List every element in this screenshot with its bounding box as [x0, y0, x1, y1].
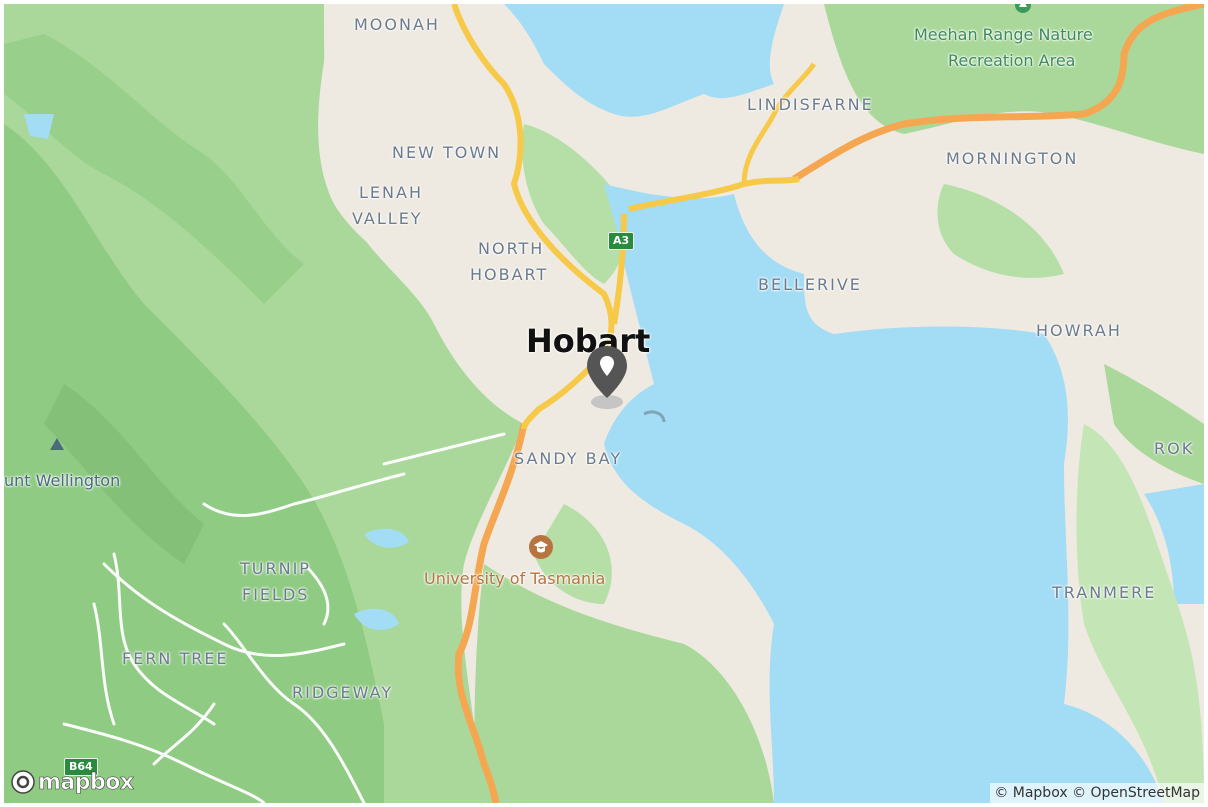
- label-meehan-1: Meehan Range Nature: [914, 25, 1093, 44]
- motorway-south: [454, 423, 528, 803]
- peak-icon: [50, 438, 64, 450]
- label-fern-tree: FERN TREE: [122, 649, 229, 668]
- map-base: [4, 4, 1204, 803]
- attribution[interactable]: © Mapbox © OpenStreetMap: [990, 783, 1204, 803]
- shield-a3: A3: [608, 232, 635, 250]
- label-new-town: NEW TOWN: [392, 143, 502, 162]
- label-hobart: Hobart: [526, 322, 651, 360]
- label-tranmere: TRANMERE: [1052, 583, 1157, 602]
- label-moonah: MOONAH: [354, 15, 440, 34]
- shield-b64: B64: [64, 758, 98, 776]
- university-icon: [529, 535, 553, 559]
- highway-a3: [611, 213, 627, 325]
- forest-tranmere: [1076, 424, 1204, 803]
- forest-valley: [44, 384, 204, 564]
- park-uni: [534, 504, 612, 604]
- mapbox-logo[interactable]: mapbox: [10, 769, 134, 795]
- label-lenah-2: VALLEY: [352, 209, 423, 228]
- mapbox-logo-text: mapbox: [38, 769, 135, 795]
- label-sandy-bay: SANDY BAY: [514, 449, 623, 468]
- label-howrah: HOWRAH: [1036, 321, 1122, 340]
- suburb-north: [324, 4, 584, 424]
- forest-rok: [1104, 364, 1204, 484]
- lake-west: [24, 114, 54, 139]
- forest-mid: [4, 34, 304, 304]
- pin-icon[interactable]: [585, 342, 629, 412]
- forest-east: [824, 4, 1204, 154]
- lake-fern: [354, 608, 399, 630]
- minor-roads: [62, 432, 506, 803]
- wharf: [643, 410, 666, 423]
- label-north-hobart-2: HOBART: [470, 265, 549, 284]
- label-mornington: MORNINGTON: [946, 149, 1079, 168]
- park-domain: [522, 124, 628, 284]
- label-turnip-1: TURNIP: [240, 559, 311, 578]
- label-mount-wellington: unt Wellington: [4, 471, 121, 490]
- water-cove: [1144, 484, 1204, 604]
- label-rok: ROK: [1154, 439, 1195, 458]
- highway-bridge: [628, 176, 800, 212]
- label-meehan-2: Recreation Area: [948, 51, 1076, 70]
- highway-lindisfarne: [741, 62, 817, 185]
- label-turnip-2: FIELDS: [242, 585, 310, 604]
- lake-turnip: [364, 528, 409, 548]
- label-north-hobart-1: NORTH: [478, 239, 545, 258]
- label-lindisfarne: LINDISFARNE: [747, 95, 874, 114]
- forest-south: [474, 564, 774, 803]
- forest-east-2: [937, 184, 1064, 278]
- park-icon: [1015, 4, 1031, 13]
- water-derwent-main: [604, 184, 1069, 803]
- motorway-east: [792, 4, 1204, 182]
- highway-north: [451, 4, 615, 356]
- water-bay: [1044, 704, 1164, 803]
- mapbox-logo-icon: [11, 770, 35, 794]
- label-ridgeway: RIDGEWAY: [292, 683, 394, 702]
- label-university: University of Tasmania: [424, 569, 606, 588]
- water-derwent: [504, 4, 784, 117]
- map-canvas[interactable]: MOONAH Meehan Range Nature Recreation Ar…: [4, 4, 1204, 803]
- label-lenah-1: LENAH: [359, 183, 423, 202]
- label-bellerive: BELLERIVE: [758, 275, 862, 294]
